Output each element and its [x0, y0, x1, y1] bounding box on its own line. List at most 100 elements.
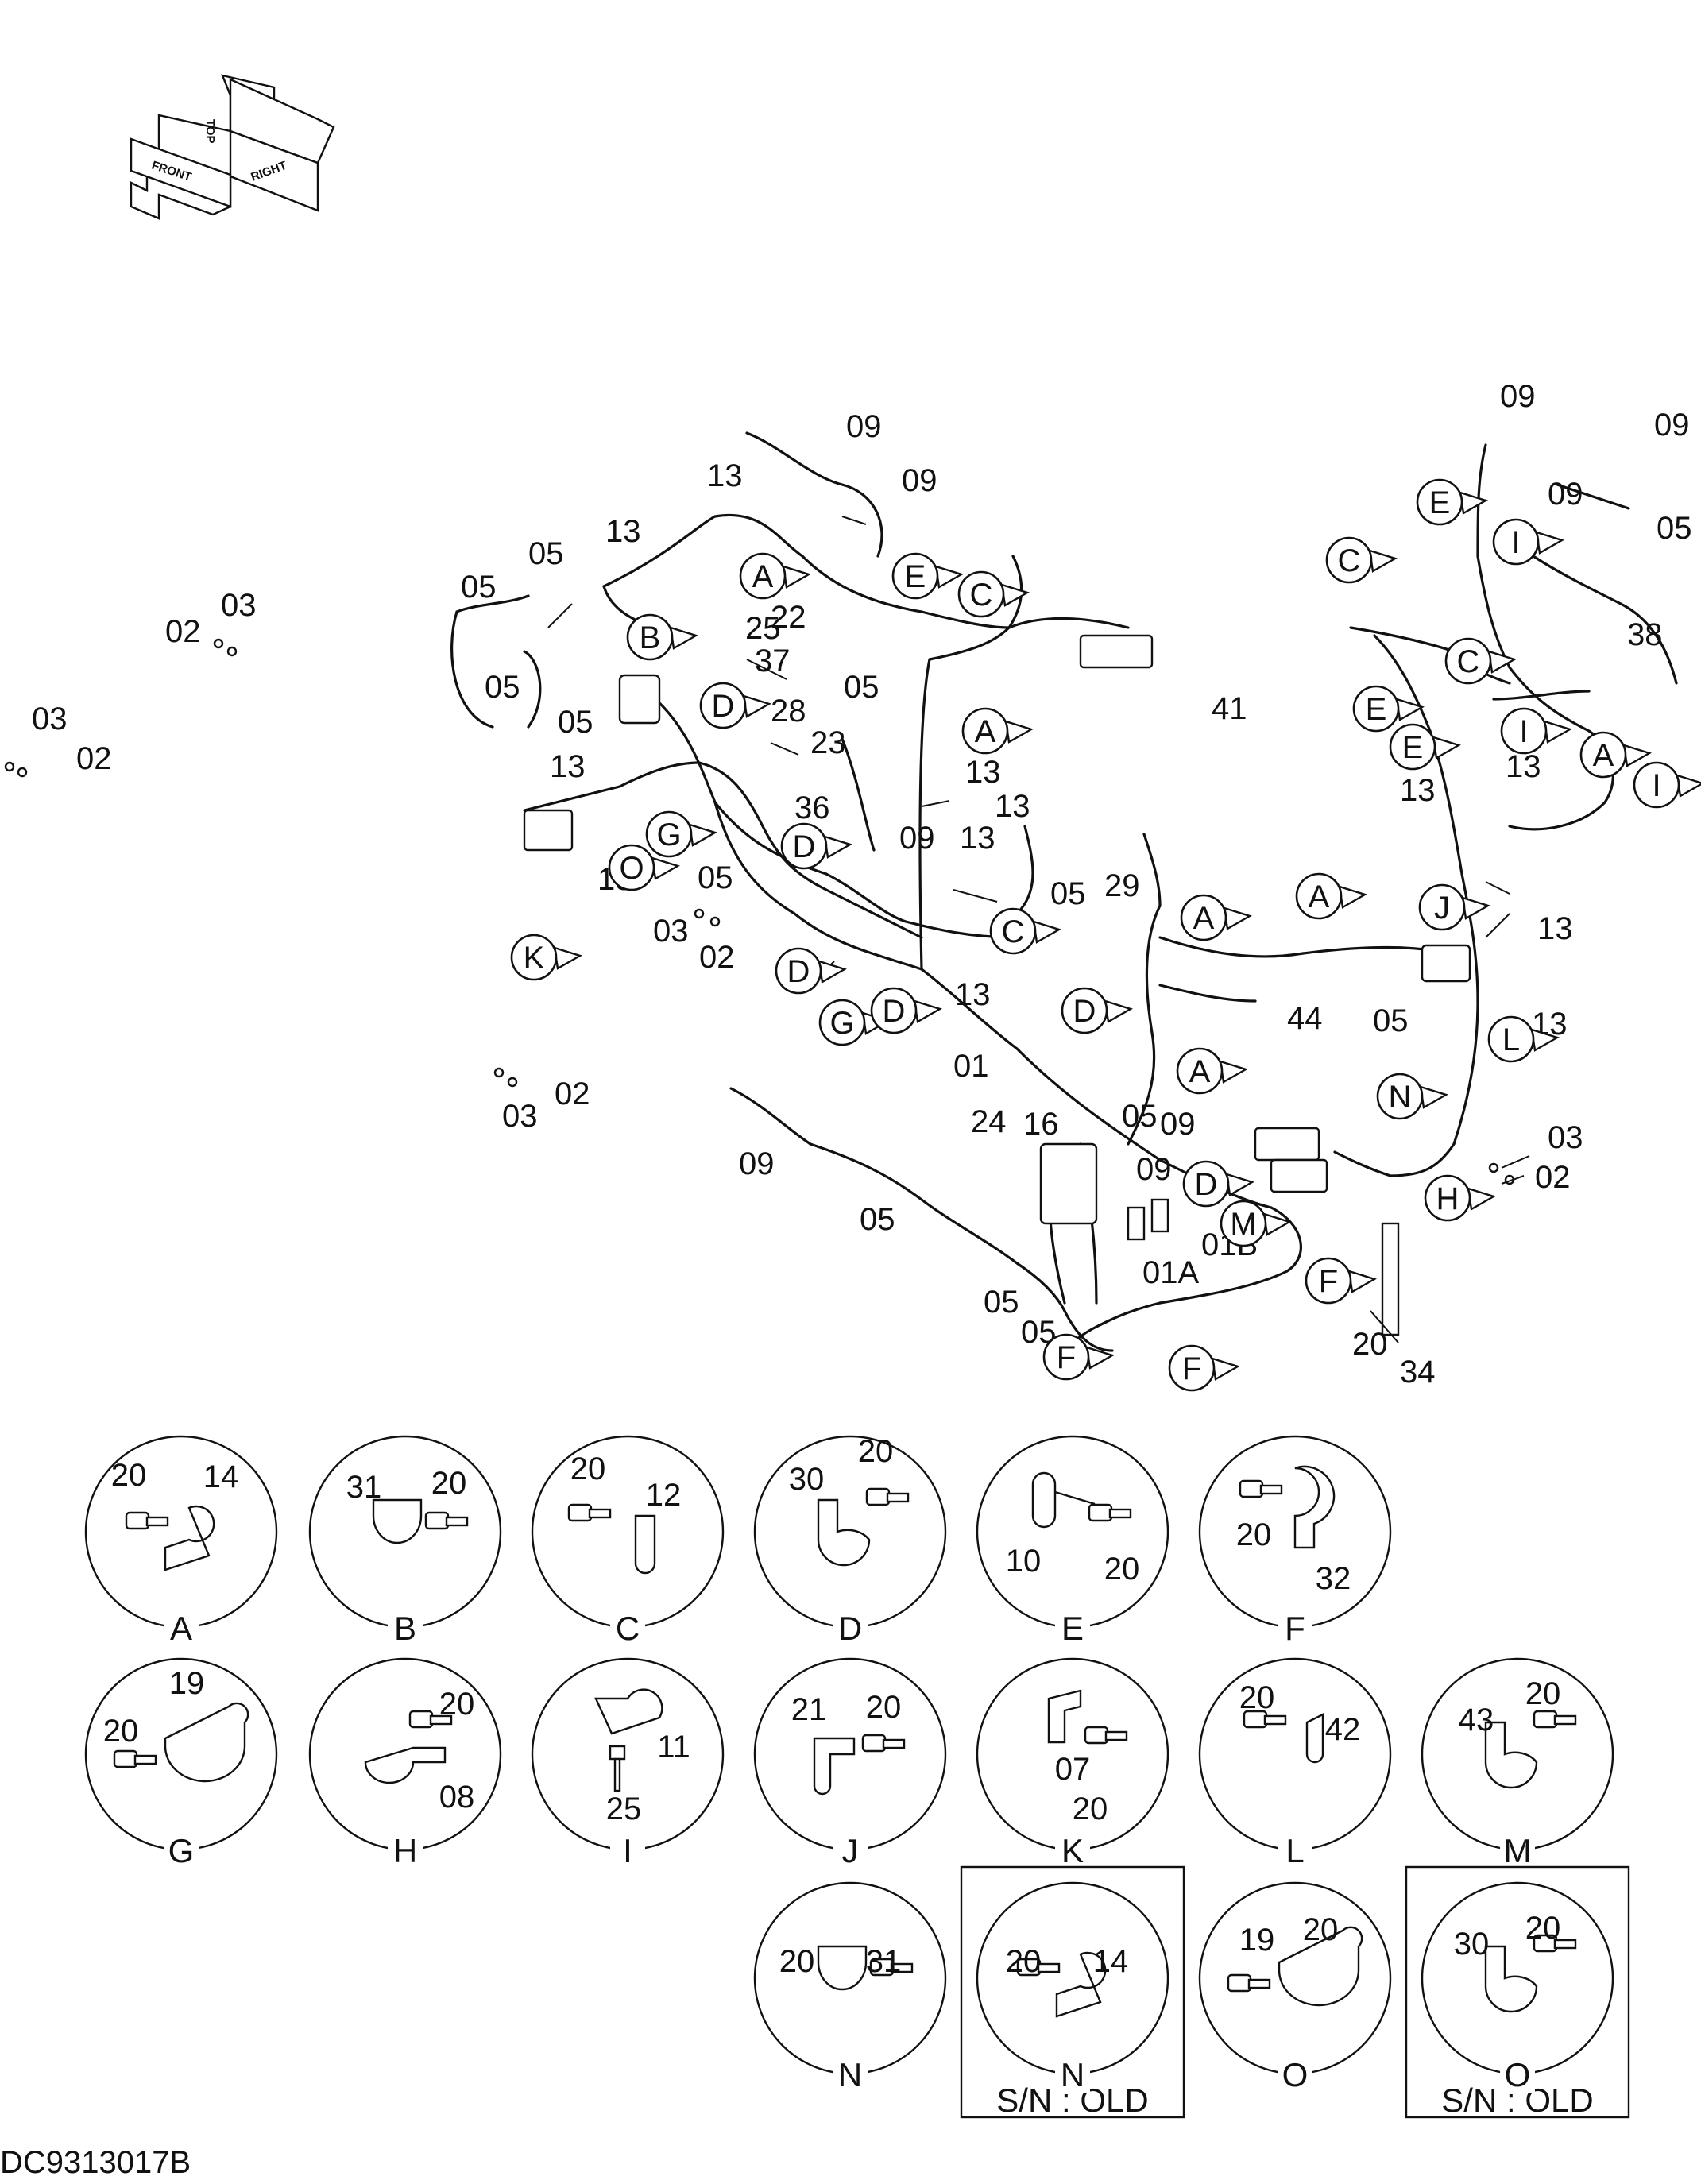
detail-part-label: 20 [111, 1458, 147, 1493]
detail-caption: K [1061, 1832, 1084, 1869]
detail-part-label: 08 [439, 1780, 475, 1815]
detail-callout: D [780, 822, 852, 870]
detail-callout: A [1295, 872, 1367, 920]
detail-caption: M [1504, 1832, 1532, 1869]
detail-caption: N [838, 2056, 862, 2093]
detail-callout: I [1492, 518, 1564, 566]
detail-circle [531, 1435, 725, 1629]
detail-caption: C [616, 1610, 640, 1647]
callout-circle [1487, 1015, 1535, 1063]
detail-callout: C [1444, 637, 1517, 685]
clamp-part [364, 1746, 447, 1784]
part-label: 03 [221, 588, 257, 623]
callout-circle [1633, 761, 1680, 809]
detail-callout: D [1061, 987, 1133, 1034]
clamp-part [817, 1945, 868, 1991]
callout-letter: M [1230, 1207, 1256, 1242]
part-label: 29 [1104, 868, 1140, 903]
caption-gap [1278, 1834, 1312, 1869]
callout-circle [870, 987, 918, 1034]
bolt-head [609, 1745, 626, 1761]
part-label: 13 [1506, 749, 1541, 784]
detail-part-label: 14 [1093, 1944, 1129, 1979]
bolt-shank [882, 1738, 906, 1749]
detail-callout: I [1633, 761, 1701, 809]
callout-arrow [553, 946, 582, 970]
callout-letter: I [1519, 714, 1528, 749]
clamp-part [1055, 1951, 1107, 2018]
clamp-part [1305, 1713, 1324, 1764]
detail-part-label: 25 [606, 1792, 642, 1826]
detail-callout: O [608, 844, 680, 891]
detail-callout: A [1579, 731, 1652, 779]
detail-part-label: 19 [169, 1666, 205, 1701]
caption-gap [1500, 1834, 1535, 1869]
callout-arrow [913, 999, 942, 1023]
part-label: 09 [899, 821, 935, 856]
clamp-part [1484, 1945, 1538, 2013]
part-label: 20 [1352, 1327, 1388, 1362]
clamp-part [634, 1514, 656, 1575]
part-label: 05 [1657, 511, 1692, 546]
part-label: 05 [485, 670, 520, 705]
callout-circle [1418, 883, 1466, 931]
clamp-part [594, 1688, 663, 1735]
detail-part-label: 20 [858, 1434, 894, 1469]
part-label: 05 [528, 536, 564, 571]
part-label: 05 [844, 670, 879, 705]
part-label: 13 [707, 458, 743, 493]
callout-letter: E [905, 559, 926, 594]
callout-arrow [742, 694, 771, 718]
callout-letter: A [975, 714, 996, 749]
part-label: 13 [605, 514, 641, 549]
detail-part-label: 14 [203, 1459, 239, 1494]
detail-caption: D [838, 1610, 862, 1647]
bolt-head [125, 1511, 150, 1530]
bolt-head [1239, 1479, 1264, 1498]
callout-circle [780, 822, 828, 870]
detail-callout: E [1389, 723, 1461, 771]
callout-letter: A [1593, 738, 1614, 773]
detail-callout: D [699, 682, 771, 729]
part-label: 01 [953, 1049, 989, 1084]
callout-arrow [1368, 549, 1398, 573]
callout-arrow [651, 856, 680, 880]
clamp-part [164, 1702, 249, 1783]
part-label: 24 [971, 1104, 1007, 1139]
caption-gap [610, 1834, 645, 1869]
drawing-code: DC9313017B [0, 2145, 191, 2180]
caption-gap [1055, 2058, 1090, 2093]
callout-arrow [669, 626, 698, 650]
detail-callout: A [1180, 894, 1252, 941]
callout-circle [957, 570, 1005, 618]
part-label: 05 [860, 1202, 895, 1237]
detail-callout: D [1182, 1160, 1254, 1208]
bolt-head [865, 1487, 891, 1506]
callout-arrow [1223, 906, 1252, 930]
callout-letter: A [1309, 879, 1330, 914]
callout-circle [699, 682, 747, 729]
callout-arrow [1543, 720, 1572, 744]
bolt-head [1088, 1503, 1113, 1522]
part-label: 09 [1500, 379, 1536, 414]
callout-arrow [818, 960, 847, 984]
callout-arrow [934, 565, 964, 589]
callout-letter: N [1389, 1080, 1412, 1115]
bolt-shank [133, 1754, 157, 1765]
callout-circle [626, 613, 674, 661]
callout-letter: D [712, 689, 735, 724]
caption-gap [1500, 2058, 1535, 2093]
callout-letter: E [1366, 692, 1387, 727]
part-label: 02 [76, 741, 112, 776]
callout-circle [1352, 685, 1400, 733]
bolt-shank [588, 1508, 612, 1519]
detail-caption: G [168, 1832, 195, 1869]
bolt-shank [890, 1962, 914, 1973]
part-label: 25 [745, 611, 781, 646]
